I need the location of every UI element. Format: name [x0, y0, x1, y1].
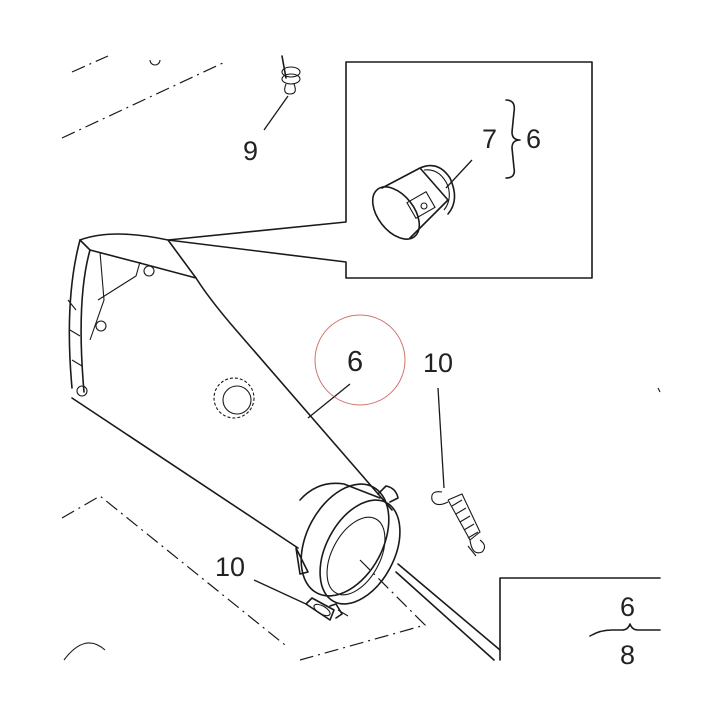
- callout-6-silencer: 6: [347, 346, 363, 378]
- callout-6-corner: 6: [620, 592, 635, 622]
- spring-part-9: 9: [243, 55, 301, 166]
- detail-inset: 7 6: [167, 61, 593, 279]
- callout-7: 7: [482, 124, 497, 154]
- callout-10-spring: 10: [423, 348, 453, 378]
- sensor-part-10: 10: [215, 552, 349, 621]
- spring-part-10: 10: [423, 348, 486, 557]
- end-cap-insert: [371, 164, 456, 240]
- silencer-body: [67, 233, 501, 661]
- callout-9: 9: [243, 136, 258, 166]
- callout-8-corner: 8: [620, 640, 635, 670]
- callout-6-inset: 6: [526, 124, 541, 154]
- highlight-callout-6: 6: [314, 314, 406, 406]
- corner-box: 6 8: [499, 577, 661, 670]
- callout-10-sensor: 10: [215, 552, 245, 582]
